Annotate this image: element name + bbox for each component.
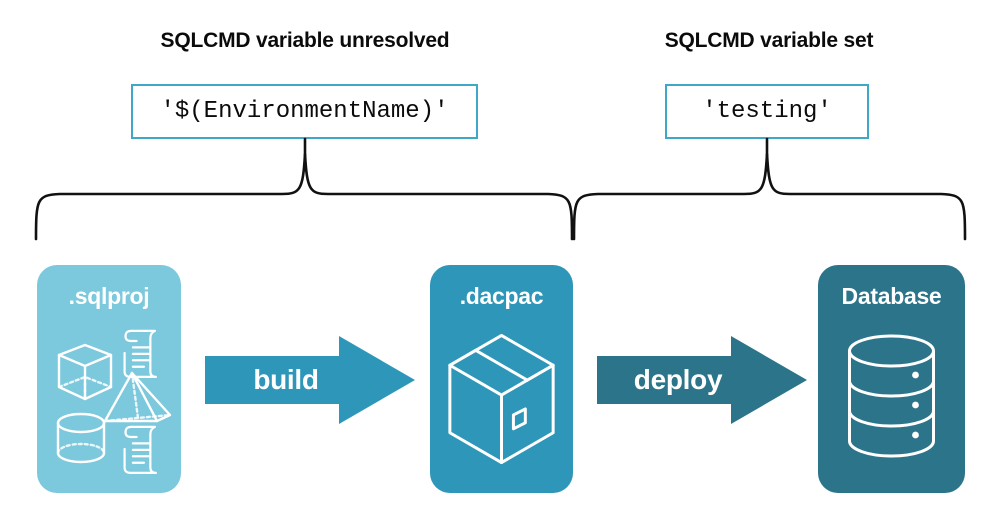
stage-label-database: Database bbox=[841, 283, 942, 309]
dacpac-artwork bbox=[430, 317, 573, 483]
stage-label-dacpac: .dacpac bbox=[459, 283, 544, 309]
stage-card-dacpac: .dacpac bbox=[430, 265, 573, 493]
arrow-build-shape bbox=[205, 336, 415, 424]
value-box-testing: 'testing' bbox=[665, 84, 869, 139]
arrow-deploy: deploy bbox=[597, 334, 807, 426]
scroll-icon bbox=[123, 425, 157, 474]
arrow-deploy-shape bbox=[597, 336, 807, 424]
stage-label-sqlproj: .sqlproj bbox=[68, 283, 150, 309]
scroll-icon bbox=[123, 329, 157, 378]
section-title-set: SQLCMD variable set bbox=[664, 29, 874, 52]
database-artwork bbox=[818, 317, 965, 483]
brace-right-icon bbox=[572, 153, 967, 241]
cylinder-icon bbox=[56, 412, 106, 464]
stage-card-sqlproj: .sqlproj bbox=[37, 265, 181, 493]
database-cylinder-icon bbox=[848, 334, 935, 458]
stage-card-database: Database bbox=[818, 265, 965, 493]
pyramid-icon bbox=[103, 371, 172, 423]
brace-left-icon bbox=[34, 153, 574, 241]
arrow-build: build bbox=[205, 334, 415, 426]
cube-icon bbox=[57, 343, 113, 401]
section-title-unresolved: SQLCMD variable unresolved bbox=[160, 29, 450, 52]
value-box-environment-name: '$(EnvironmentName)' bbox=[131, 84, 478, 139]
sqlproj-artwork bbox=[37, 317, 181, 483]
package-box-icon bbox=[448, 333, 555, 465]
